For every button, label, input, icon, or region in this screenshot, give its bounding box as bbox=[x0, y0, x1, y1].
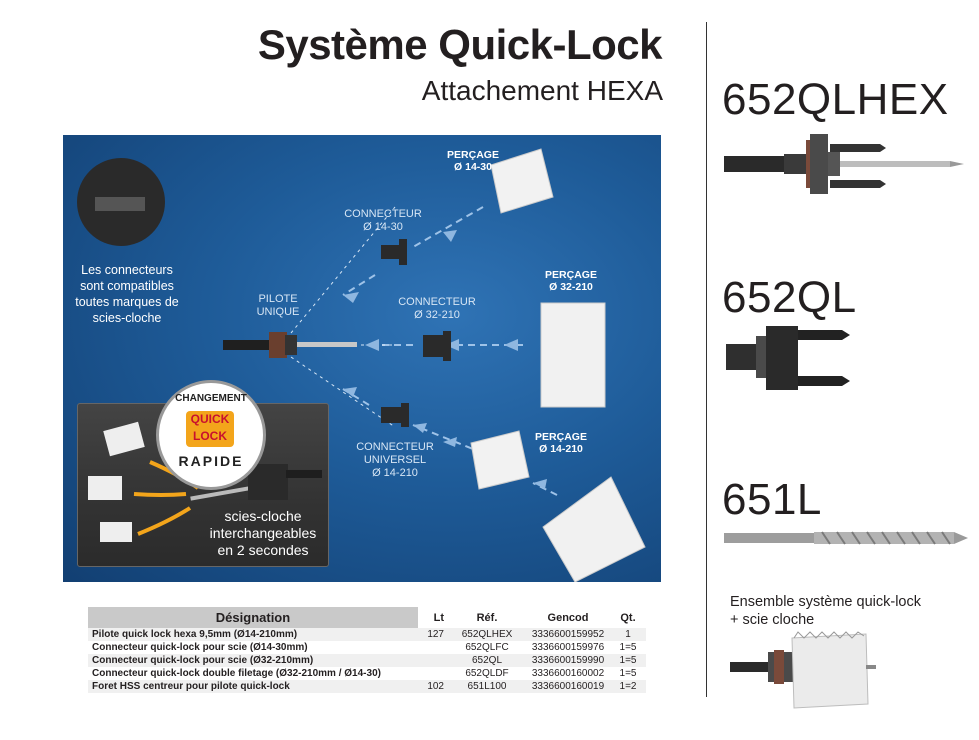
ensemble-image bbox=[730, 631, 876, 709]
header-designation: Désignation bbox=[88, 607, 418, 628]
pilot-drill bbox=[223, 332, 357, 358]
header-gencod: Gencod bbox=[547, 611, 589, 624]
header-lt: Lt bbox=[433, 611, 444, 624]
page-subtitle: Attachement HEXA bbox=[421, 75, 663, 106]
product-code-652qlhex: 652QLHEX bbox=[722, 75, 949, 124]
table-row: Connecteur quick-lock pour scie (Ø32-210… bbox=[88, 654, 646, 667]
header-ref: Réf. bbox=[476, 611, 498, 624]
header-qt: Qt. bbox=[620, 611, 636, 624]
product-code-651l: 651L bbox=[722, 475, 822, 524]
ensemble-caption: Ensemble système quick-lock + scie cloch… bbox=[730, 594, 921, 628]
vertical-divider bbox=[706, 22, 707, 697]
page-title: Système Quick-Lock bbox=[257, 21, 663, 68]
table-row: Connecteur quick-lock double filetage (Ø… bbox=[92, 668, 637, 679]
table-row: Foret HSS centreur pour pilote quick-loc… bbox=[88, 680, 646, 693]
inset-arrows bbox=[88, 421, 322, 542]
table-row: Pilote quick lock hexa 9,5mm (Ø14-210mm)… bbox=[88, 628, 646, 641]
table-row: Connecteur quick-lock pour scie (Ø14-30m… bbox=[92, 642, 637, 653]
connecteur-image bbox=[726, 326, 850, 390]
foret-hss-image bbox=[724, 531, 968, 545]
diagram-arrows bbox=[77, 148, 646, 582]
product-table: Désignation Lt Réf. Gencod Qt. Pilote qu… bbox=[88, 607, 646, 693]
pilote-hexa-image bbox=[724, 134, 964, 194]
product-code-652ql: 652QL bbox=[722, 273, 857, 322]
